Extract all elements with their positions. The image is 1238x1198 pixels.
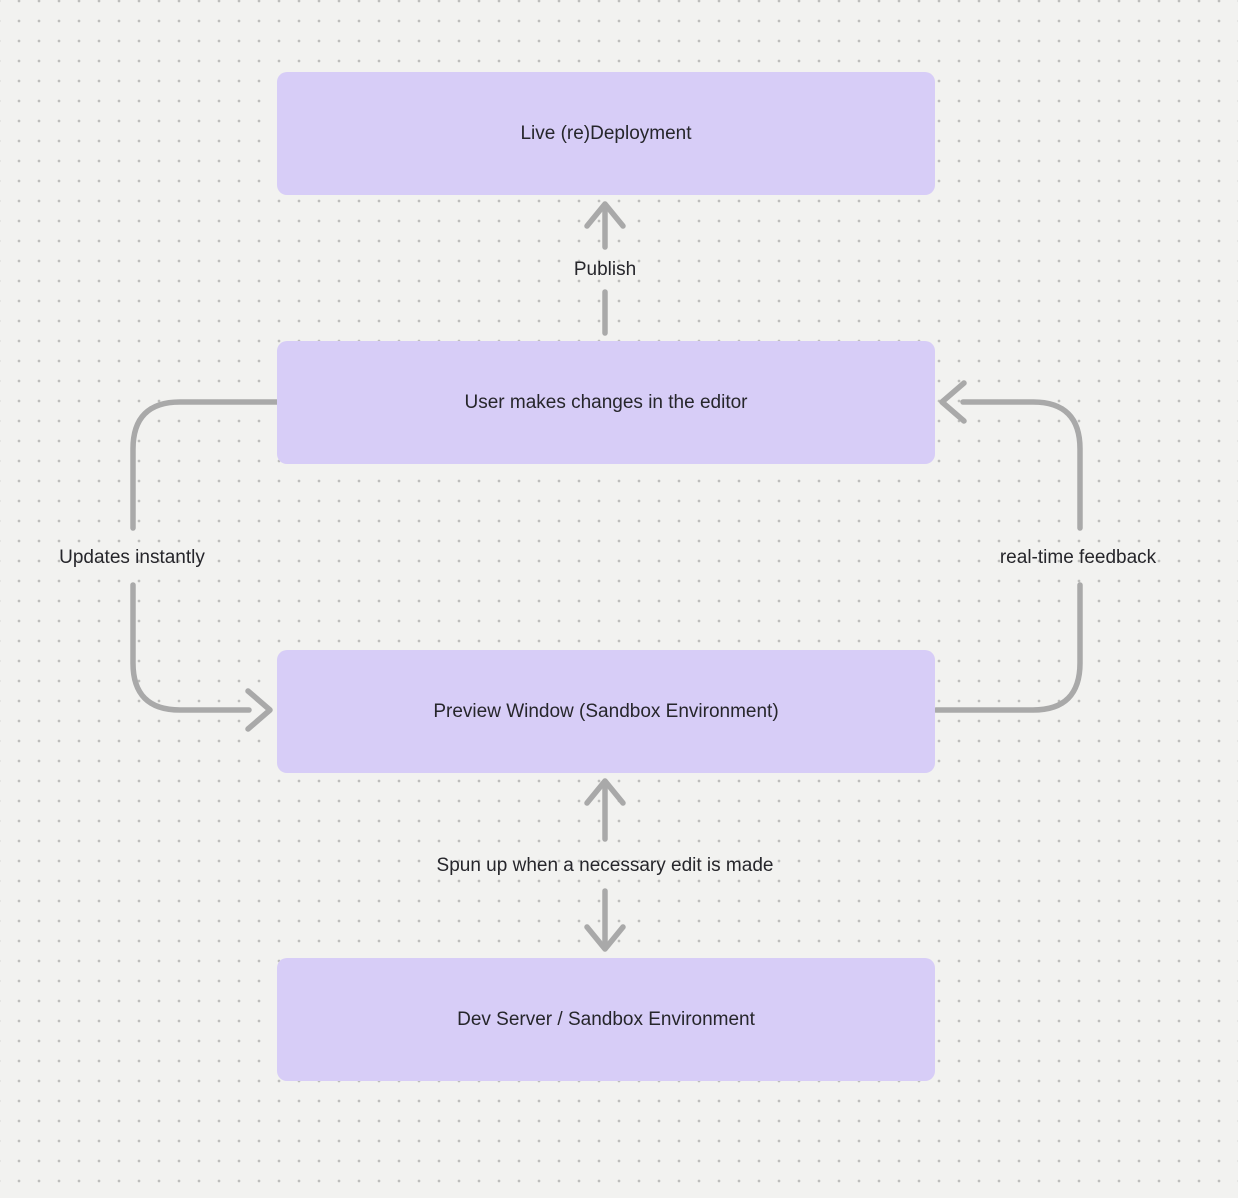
- edge-label-updates-instantly[interactable]: Updates instantly: [59, 547, 205, 568]
- arrowhead-up-icon: [584, 778, 626, 806]
- node-label: User makes changes in the editor: [464, 391, 748, 413]
- edge-label-real-time-feedback[interactable]: real-time feedback: [999, 547, 1157, 568]
- node-live-redeployment[interactable]: Live (re)Deployment: [277, 72, 935, 195]
- node-dev-server[interactable]: Dev Server / Sandbox Environment: [277, 958, 935, 1081]
- arrowhead-down-icon: [584, 924, 626, 952]
- spun-up-arrow[interactable]: [584, 778, 626, 952]
- arrowhead-left-icon: [939, 380, 967, 424]
- updates-arrow-upper-segment: [130, 399, 280, 531]
- node-label: Dev Server / Sandbox Environment: [457, 1008, 755, 1030]
- arrowhead-right-icon: [245, 688, 273, 732]
- feedback-arrow-upper-segment: [960, 399, 1083, 531]
- edge-label-publish[interactable]: Publish: [573, 259, 637, 280]
- updates-arrow-lower-segment: [130, 582, 252, 713]
- updates-instantly-arrow[interactable]: [130, 399, 280, 732]
- arrowhead-up-icon: [584, 201, 626, 229]
- feedback-arrow-lower-segment: [933, 582, 1083, 713]
- node-label: Live (re)Deployment: [520, 122, 692, 144]
- real-time-feedback-arrow[interactable]: [933, 380, 1083, 713]
- node-label: Preview Window (Sandbox Environment): [433, 700, 779, 722]
- edge-label-spun-up[interactable]: Spun up when a necessary edit is made: [436, 855, 774, 876]
- node-user-editor[interactable]: User makes changes in the editor: [277, 341, 935, 464]
- node-preview-window[interactable]: Preview Window (Sandbox Environment): [277, 650, 935, 773]
- publish-arrow[interactable]: [584, 201, 626, 336]
